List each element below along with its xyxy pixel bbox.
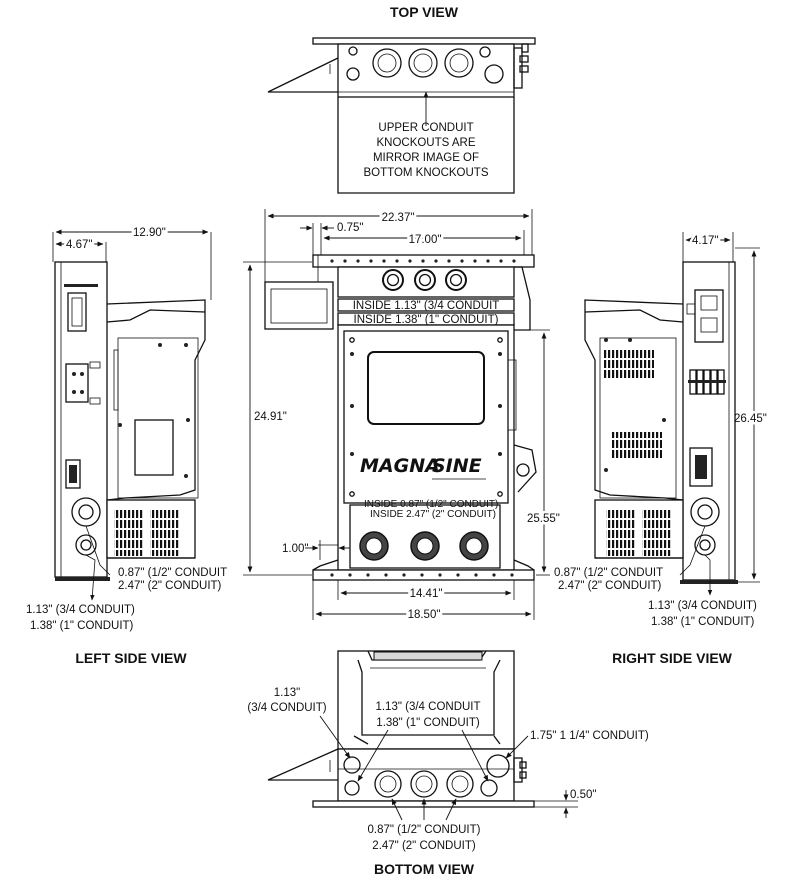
svg-text:2.47" (2" CONDUIT): 2.47" (2" CONDUIT) [118,580,222,592]
logo-right: SINE [432,455,482,477]
dim-height-right: 25.55" [527,513,560,525]
dim-offset: 0.75" [337,222,363,234]
svg-text:KNOCKOUTS ARE: KNOCKOUTS ARE [376,137,475,149]
front-base-holes [330,573,514,577]
bottom-label-center-2: 1.38" (1" CONDUIT) [376,717,480,729]
right-conduit-labels: 0.87" (1/2" CONDUIT 2.47" (2" CONDUIT) 1… [554,567,757,628]
bottom-label-center-1: 1.13" (3/4 CONDUIT [375,701,480,713]
top-side-panel [267,57,339,93]
inside-lower-2: INSIDE 2.47" (2" CONDUIT) [370,509,496,520]
inside-lower-1: INSIDE 0.87" (1/2" CONDUIT) [364,499,498,510]
front-view: 22.37" 0.75" 17.00" [243,209,562,624]
front-cover-screws [349,337,503,497]
top-note-frame [337,97,515,194]
top-view: TOP VIEW UPPER CONDUIT KNOCKOUTS ARE [267,4,536,194]
right-dim-front-depth: 4.17" [692,235,718,247]
right-screws [604,338,666,472]
left-side-title: LEFT SIDE VIEW [75,650,187,666]
right-side-view: 4.17" 26.45" [554,232,769,666]
dim-bottom-offset: 1.00" [282,543,308,555]
dim-inner-width: 17.00" [409,234,442,246]
left-outlet [65,363,89,403]
bottom-flange [312,800,535,808]
inside-upper-1: INSIDE 1.13" (3/4 CONDUIT [353,300,500,312]
svg-text:1.38" (1" CONDUIT): 1.38" (1" CONDUIT) [30,620,134,632]
svg-text:MIRROR IMAGE OF: MIRROR IMAGE OF [373,152,479,164]
bottom-label-left-1: 1.13" [274,687,300,699]
top-box [337,43,515,98]
top-note: UPPER CONDUIT KNOCKOUTS ARE MIRROR IMAGE… [363,122,488,179]
bottom-view-title: BOTTOM VIEW [374,861,475,877]
bottom-label-under-1: 0.87" (1/2" CONDUIT) [368,824,481,836]
right-dim-height: 26.45" [734,413,767,425]
left-conduit-labels: 0.87" (1/2" CONDUIT 2.47" (2" CONDUIT) 1… [26,567,227,632]
left-side-view: 12.90" 4.67" [26,225,227,667]
inside-upper-2: INSIDE 1.38" (1" CONDUIT) [354,314,499,326]
front-lower-knockouts [359,531,489,561]
bottom-view: 0.50" 1.13" (3/4 CONDUIT) 1.13" (3/4 CON… [247,650,649,877]
front-left-bracket [264,281,334,330]
left-dim-depth: 12.90" [133,227,166,239]
bottom-label-left-2: (3/4 CONDUIT) [247,702,326,714]
svg-text:0.87" (1/2" CONDUIT: 0.87" (1/2" CONDUIT [118,567,227,579]
left-screws [118,343,190,478]
svg-text:UPPER CONDUIT: UPPER CONDUIT [378,122,473,134]
svg-text:1.13" (3/4 CONDUIT): 1.13" (3/4 CONDUIT) [26,604,135,616]
left-body-outline [106,299,206,501]
svg-text:1.38" (1" CONDUIT): 1.38" (1" CONDUIT) [651,616,755,628]
svg-text:BOTTOM KNOCKOUTS: BOTTOM KNOCKOUTS [363,167,488,179]
bottom-knockout-box [337,748,515,802]
right-body-outline [584,299,684,501]
front-display-window [367,351,485,425]
bottom-knockouts [343,754,510,798]
front-lower-conduit-box [349,504,501,569]
front-upper-conduit-box [337,266,515,298]
left-dim-front-depth: 4.67" [66,239,92,251]
svg-text:2.47" (2" CONDUIT): 2.47" (2" CONDUIT) [558,580,662,592]
top-knockouts [346,46,504,84]
bottom-label-right: 1.75" 1 1/4" CONDUIT) [530,730,649,742]
svg-text:0.87" (1/2" CONDUIT: 0.87" (1/2" CONDUIT [554,567,663,579]
bottom-upper-body [337,650,515,750]
front-top-flange-holes [330,259,516,263]
bottom-dim-height: 0.50" [570,789,596,801]
dim-overall-width: 22.37" [382,212,415,224]
front-upper-knockouts [382,269,467,291]
top-flange [312,37,536,45]
logo-left: MAGNA [360,455,440,477]
dim-height-left: 24.91" [254,411,287,423]
right-side-title: RIGHT SIDE VIEW [612,650,733,666]
bottom-label-under-2: 2.47" (2" CONDUIT) [372,840,476,852]
dim-base-inner: 14.41" [410,588,443,600]
dim-base-outer: 18.50" [408,609,441,621]
right-breakers [688,369,726,395]
right-breaker-block [694,289,724,343]
top-view-title: TOP VIEW [390,4,459,20]
svg-text:1.13" (3/4 CONDUIT): 1.13" (3/4 CONDUIT) [648,600,757,612]
